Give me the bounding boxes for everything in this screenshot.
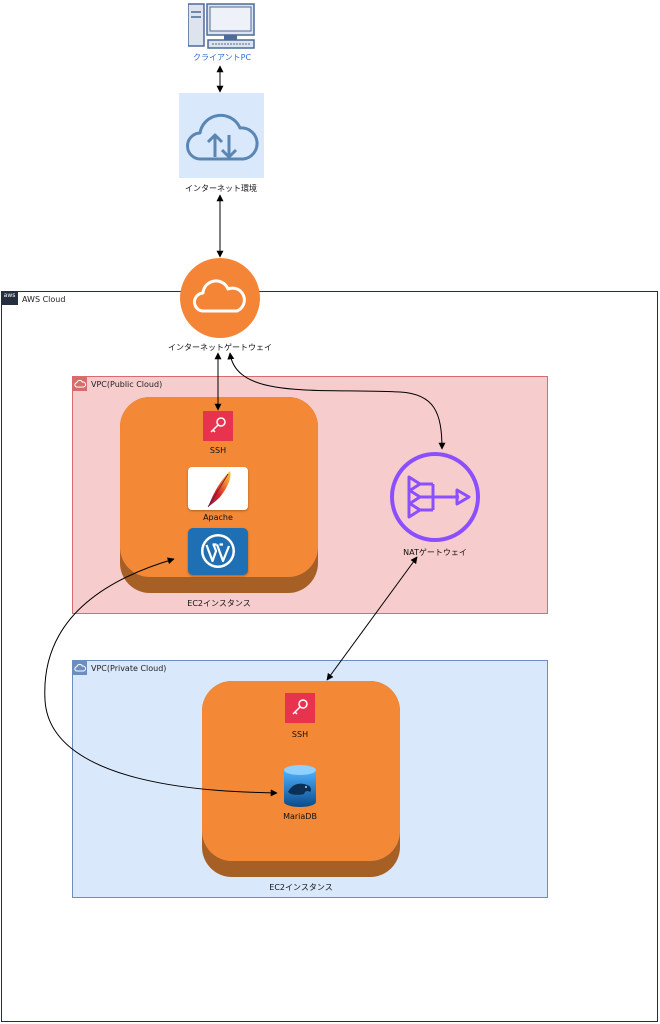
mariadb-label: MariaDB [283,812,317,821]
desktop-pc-icon [188,2,256,50]
aws-badge: aws [1,291,18,305]
vpc-cloud-icon [73,377,87,391]
private-ec2-label: EC2インスタンス [269,883,333,892]
client-pc-label: クライアントPC [192,53,252,62]
internet-label: インターネット環境 [185,184,257,193]
private-ssh-label: SSH [291,730,309,739]
nat-gateway-icon [389,451,481,543]
private-vpc-label: VPC(Private Cloud) [91,664,167,673]
cloud-icon [180,258,260,338]
aws-cloud-group [1,291,658,1022]
key-icon [285,693,315,723]
nat-label: NATゲートウェイ [403,548,467,557]
aws-badge-text: aws [3,292,16,299]
key-icon [203,411,233,441]
vpc-cloud-icon [73,661,87,675]
igw-label: インターネットゲートウェイ [168,343,272,352]
wordpress-icon [188,528,248,575]
cloud-upload-download-icon [179,93,264,178]
public-ec2-label: EC2インスタンス [187,599,251,608]
apache-feather-icon [188,467,248,510]
apache-label: Apache [203,513,233,522]
public-vpc-label: VPC(Public Cloud) [91,380,163,389]
aws-cloud-label: AWS Cloud [22,295,66,304]
database-icon [280,764,320,808]
public-ssh-label: SSH [209,446,227,455]
